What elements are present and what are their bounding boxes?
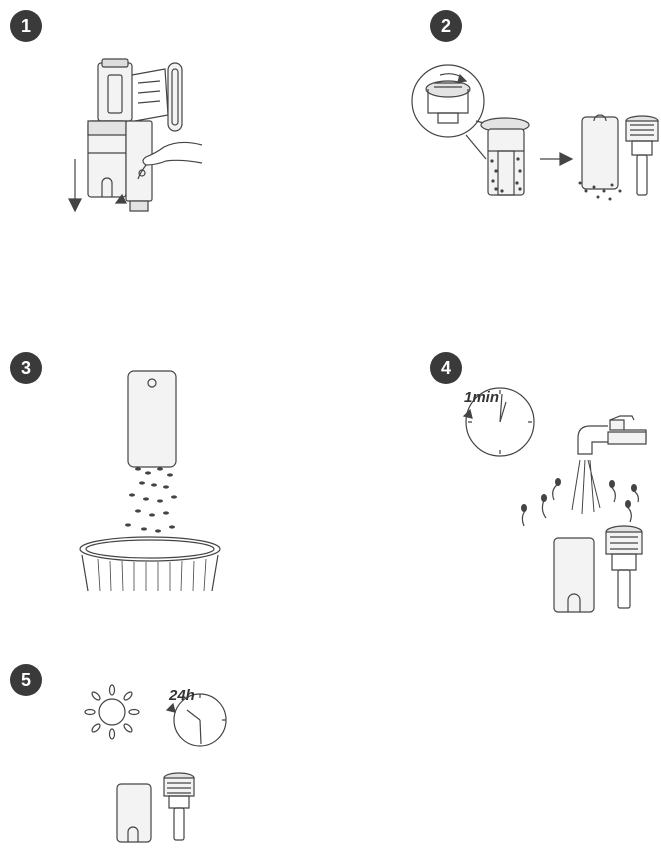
step-5-illustration: 24h	[75, 680, 235, 845]
step-2-badge: 2	[430, 10, 462, 42]
step-3-badge: 3	[10, 352, 42, 384]
step-1-badge: 1	[10, 10, 42, 42]
step-5-badge: 5	[10, 664, 42, 696]
step-3-illustration	[70, 365, 230, 593]
step-4-time-label: 1min	[464, 389, 499, 406]
step-5-time-label: 24h	[168, 687, 195, 704]
step-1-illustration	[60, 55, 210, 220]
step-2-illustration	[410, 55, 660, 210]
step-4-illustration: 1min	[450, 380, 655, 620]
